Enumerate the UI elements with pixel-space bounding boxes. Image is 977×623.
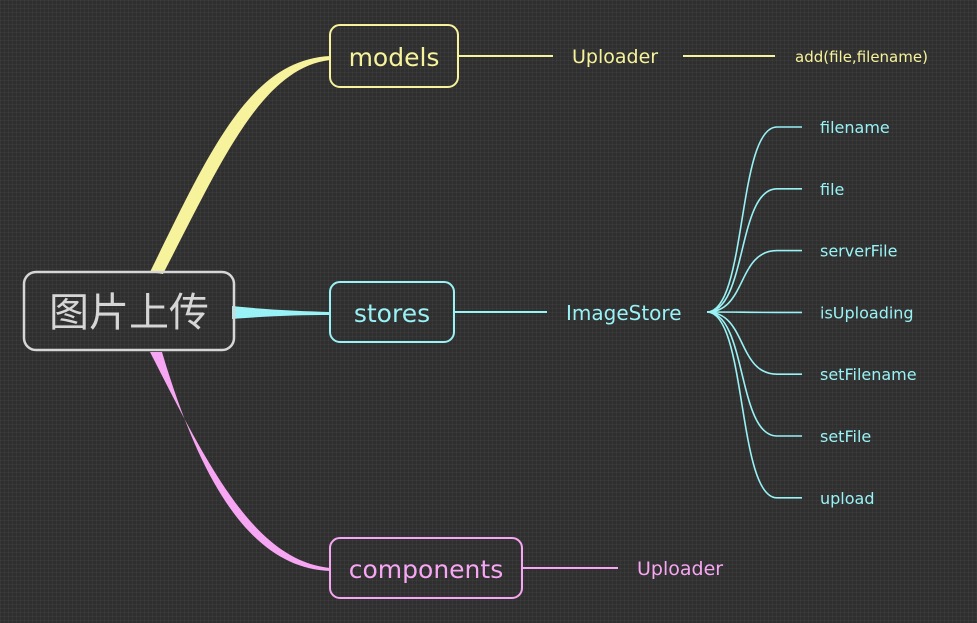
imagestore-leaf-curves (706, 126, 802, 499)
branch-models-connector (150, 56, 330, 274)
imagestore-label[interactable]: ImageStore (566, 301, 682, 325)
leaf-connector (706, 311, 802, 375)
add-method-label[interactable]: add(file,filename) (795, 48, 928, 66)
leaf-label-serverfile[interactable]: serverFile (820, 242, 897, 261)
leaf-connector (706, 126, 802, 313)
leaf-connector (706, 311, 802, 437)
leaf-label-file[interactable]: file (820, 180, 844, 199)
components-node-label: components (349, 555, 503, 584)
imagestore-leaves: filename file serverFile isUploading setFile… (820, 118, 917, 508)
leaf-label-filename[interactable]: filename (820, 118, 890, 137)
leaf-label-setfile[interactable]: setFile (820, 427, 871, 446)
stores-node-label: stores (354, 299, 430, 328)
leaf-label-upload[interactable]: upload (820, 489, 875, 508)
branch-components-connector (150, 352, 330, 571)
components-uploader-label[interactable]: Uploader (637, 558, 723, 580)
leaf-label-isuploading[interactable]: isUploading (820, 303, 914, 322)
root-node-label: 图片上传 (49, 290, 209, 336)
models-node-label: models (349, 43, 440, 72)
models-uploader-label[interactable]: Uploader (572, 46, 658, 68)
leaf-connector (706, 249, 802, 313)
leaf-connector (706, 311, 802, 499)
root-node-box[interactable] (22, 270, 236, 352)
branch-stores-connector (232, 306, 330, 319)
leaf-connector (706, 188, 802, 313)
leaf-label-setfilename[interactable]: setFilename (820, 365, 917, 384)
